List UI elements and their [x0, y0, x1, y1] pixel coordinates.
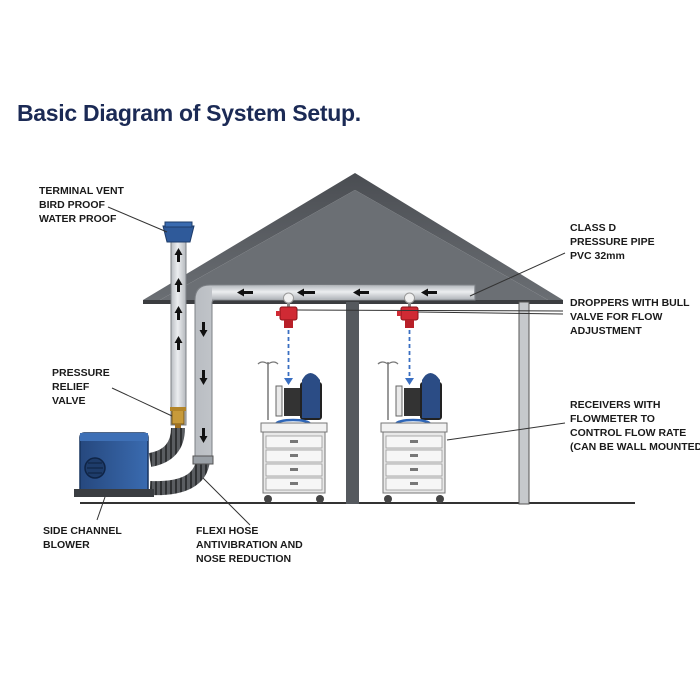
label-side-channel-blower: SIDE CHANNEL BLOWER — [43, 525, 122, 551]
drop-lines — [287, 330, 411, 380]
leader-lines — [96, 206, 566, 526]
flow-arrows — [174, 248, 437, 443]
label-flexi-hose: FLEXI HOSE ANTIVIBRATION AND NOSE REDUCT… — [196, 525, 303, 565]
label-droppers: DROPPERS WITH BULL VALVE FOR FLOW ADJUST… — [570, 297, 690, 337]
label-receivers: RECEIVERS WITH FLOWMETER TO CONTROL FLOW… — [570, 399, 700, 453]
shelter-post-middle — [346, 302, 359, 504]
label-pressure-relief-valve: PRESSURE RELIEF VALVE — [52, 367, 110, 407]
receiver-cart-left — [257, 361, 328, 503]
pressure-relief-valve — [170, 407, 186, 430]
label-terminal-vent: TERMINAL VENT BIRD PROOF WATER PROOF — [39, 185, 124, 225]
terminal-vent-cap — [162, 221, 195, 243]
side-channel-blower — [74, 432, 154, 497]
shelter-roof — [143, 173, 563, 304]
flexi-hose — [148, 427, 214, 496]
label-class-d-pipe: CLASS D PRESSURE PIPE PVC 32mm — [570, 222, 655, 262]
page-title: Basic Diagram of System Setup. — [17, 100, 361, 126]
receiver-cart-right — [377, 361, 448, 503]
shelter-post-right — [518, 301, 530, 505]
dropper-valve-left — [276, 292, 298, 328]
